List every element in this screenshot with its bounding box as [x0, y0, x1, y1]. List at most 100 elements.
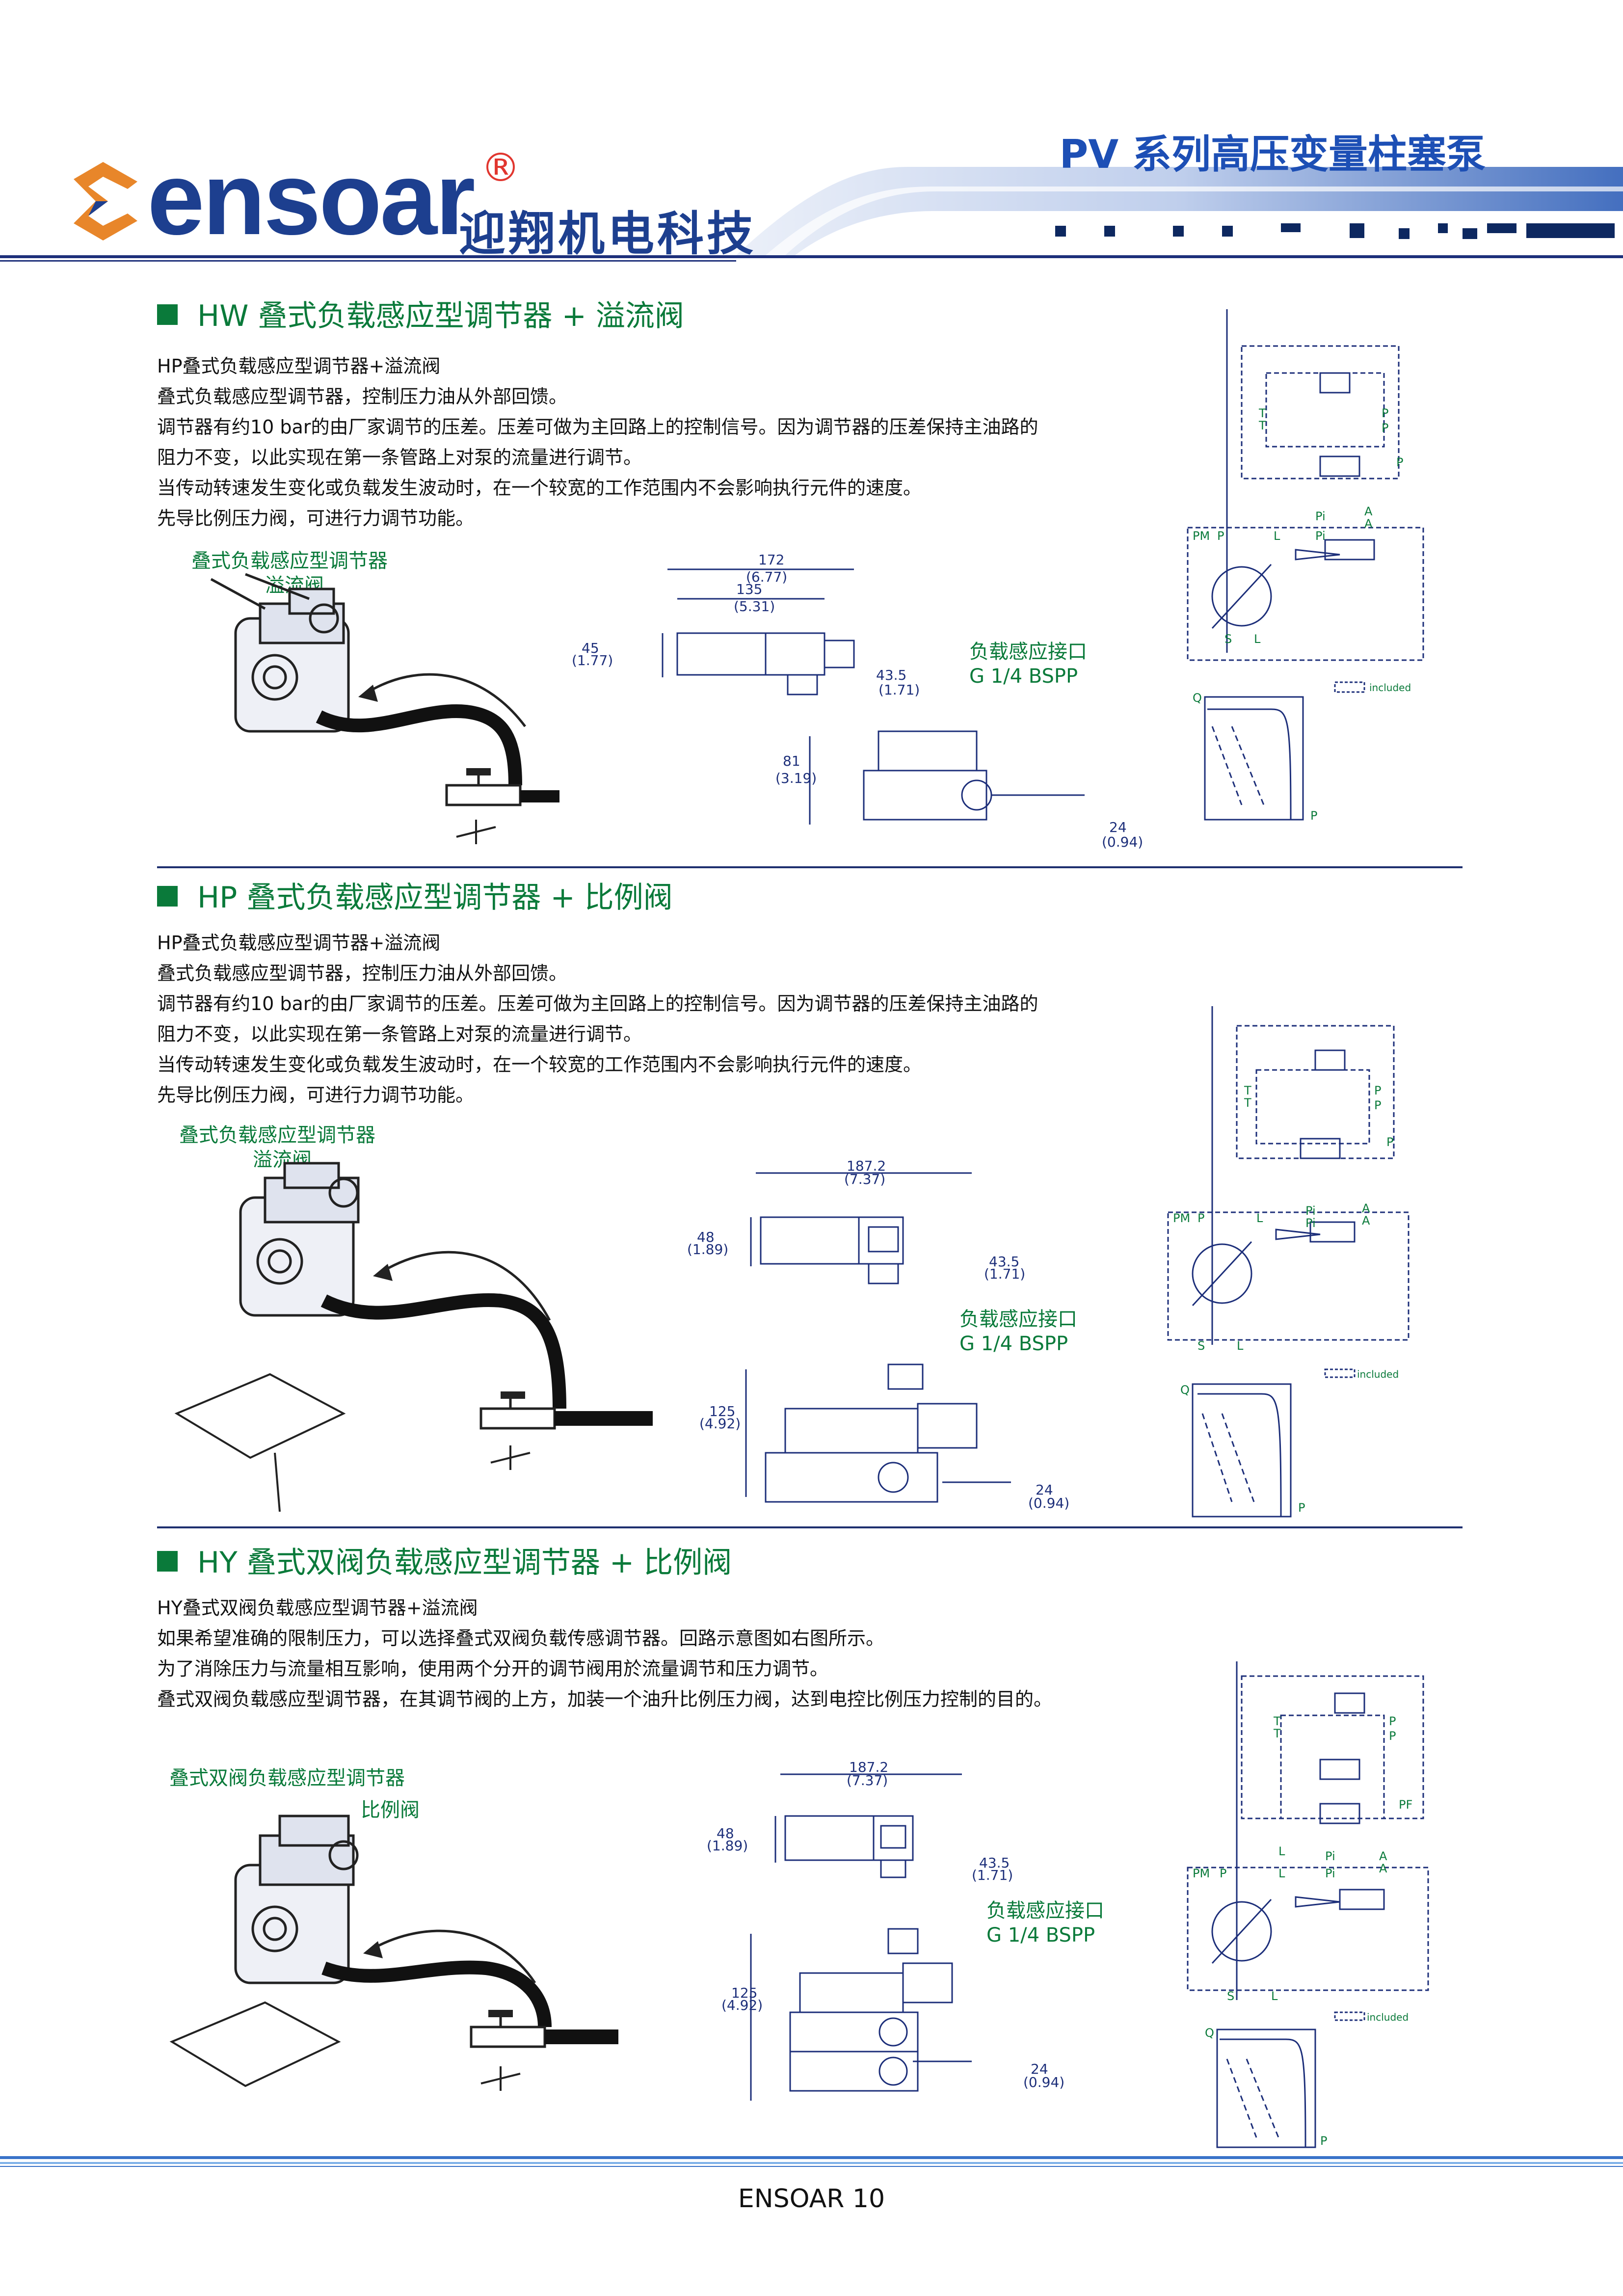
dimension-drawing-hy: 187.2 (7.37) 48 (1.89) 43.5 (1.71) 125 (… — [707, 1759, 1064, 2101]
hydraulic-schematic-hp: T T P P P Pi A A PM P L Pi S L Q P inclu… — [1167, 1006, 1410, 1518]
callout-regulator: 叠式负载感应型调节器 — [179, 1124, 375, 1147]
schematic-label: P — [1298, 1501, 1305, 1515]
dim-value: 187.2 — [847, 1158, 886, 1174]
dim-value: 24 — [1036, 1482, 1053, 1498]
section-heading-hy: HY 叠式双阀负载感应型调节器 + 比例阀 — [157, 1539, 732, 1581]
dim-value: 48 — [717, 1825, 734, 1842]
dim-value: 45 — [582, 640, 599, 656]
section-divider — [157, 866, 1463, 868]
schematic-label: Q — [1193, 691, 1202, 705]
pump-illustration-hy — [169, 1815, 618, 2091]
load-sense-port-label: 负载感应接口 — [969, 641, 1087, 663]
load-sense-port-label: 负载感应接口 — [986, 1899, 1104, 1922]
schematic-label: P — [1320, 2134, 1327, 2148]
schematic-label: A — [1364, 505, 1373, 518]
load-sense-port-spec: G 1/4 BSPP — [969, 665, 1078, 688]
included-note: included — [1369, 682, 1411, 694]
text-line: 为了消除压力与流量相互影响，使用两个分开的调节阀用於流量调节和压力调节。 — [157, 1658, 829, 1680]
text-line: HP叠式负载感应型调节器+溢流阀 — [157, 932, 441, 954]
dim-value: 43.5 — [979, 1855, 1010, 1871]
schematic-label: Pi — [1315, 509, 1326, 523]
schematic-label: P — [1389, 1729, 1396, 1743]
dim-value: (0.94) — [1023, 2074, 1064, 2090]
schematic-label: Pi — [1305, 1216, 1316, 1230]
text-line: 当传动转速发生变化或负载发生波动时，在一个较宽的工作范围内不会影响执行元件的速度… — [157, 1054, 922, 1075]
registered-mark: ® — [481, 145, 520, 190]
header-swoosh-band — [0, 167, 1623, 262]
logo-icon — [74, 162, 137, 240]
dim-value: 172 — [758, 552, 784, 568]
dim-value: 24 — [1109, 819, 1127, 835]
hydraulic-schematic-hw: T T P P P Pi A A PM P L Pi S L Q P inclu… — [1187, 309, 1424, 823]
schematic-label: L — [1278, 1844, 1285, 1858]
text-line: 阻力不变，以此实现在第一条管路上对泵的流量进行调节。 — [157, 1023, 642, 1045]
dim-value: (4.92) — [721, 1997, 763, 2013]
text-line: HY叠式双阀负载感应型调节器+溢流阀 — [157, 1597, 478, 1619]
text-line: 叠式负载感应型调节器，控制压力油从外部回馈。 — [157, 962, 568, 984]
callout-dual-regulator: 叠式双阀负载感应型调节器 — [169, 1767, 405, 1789]
schematic-label: T — [1258, 406, 1266, 420]
schematic-label: P — [1374, 1098, 1381, 1112]
page-number: ENSOAR 10 — [738, 2184, 885, 2214]
schematic-label: Q — [1205, 2026, 1214, 2040]
dim-value: (3.19) — [775, 770, 817, 786]
text-line: HP叠式负载感应型调节器+溢流阀 — [157, 355, 441, 377]
dim-value: (7.37) — [844, 1171, 885, 1187]
dim-value: 81 — [783, 753, 800, 769]
included-note: included — [1357, 1368, 1399, 1380]
section-heading-hp: HP 叠式负载感应型调节器 + 比例阀 — [157, 874, 673, 916]
schematic-label: A — [1379, 1849, 1387, 1863]
schematic-label: P — [1386, 1135, 1393, 1149]
schematic-label: T — [1244, 1084, 1251, 1097]
schematic-label: T — [1244, 1096, 1251, 1110]
dim-value: (7.37) — [847, 1772, 888, 1789]
included-note: included — [1367, 2011, 1409, 2023]
dim-value: (1.89) — [707, 1838, 748, 1854]
schematic-label: PM — [1173, 1211, 1190, 1225]
schematic-label: A — [1379, 1862, 1387, 1875]
schematic-label: P — [1396, 455, 1403, 469]
schematic-label: L — [1271, 1989, 1278, 2003]
dim-value: 135 — [736, 581, 762, 597]
callout-proportional-valve: 比例阀 — [361, 1799, 420, 1821]
footer-rule — [0, 2166, 1623, 2167]
section-text-hp: HP叠式负载感应型调节器+溢流阀 叠式负载感应型调节器，控制压力油从外部回馈。 … — [157, 928, 1212, 1110]
footer-rule — [0, 2156, 1623, 2159]
schematic-label: S — [1197, 1339, 1205, 1353]
load-sense-port-label: 负载感应接口 — [959, 1308, 1077, 1331]
dim-value: (4.92) — [699, 1415, 741, 1432]
dim-value: (0.94) — [1102, 834, 1143, 850]
dim-value: (1.89) — [687, 1241, 728, 1257]
text-line: 阻力不变，以此实现在第一条管路上对泵的流量进行调节。 — [157, 447, 642, 468]
dim-value: 43.5 — [989, 1254, 1019, 1270]
schematic-label: L — [1256, 1211, 1263, 1225]
schematic-label: T — [1258, 419, 1266, 432]
schematic-label: Q — [1180, 1383, 1190, 1397]
text-line: 调节器有约10 bar的由厂家调节的压差。压差可做为主回路上的控制信号。因为调节… — [157, 416, 1038, 438]
dim-value: (5.31) — [734, 598, 775, 614]
dim-value: (1.71) — [972, 1867, 1013, 1883]
section-divider — [157, 1526, 1463, 1528]
schematic-label: P — [1382, 406, 1388, 420]
text-line: 如果希望准确的限制压力，可以选择叠式双阀负载传感调节器。回路示意图如右图所示。 — [157, 1628, 885, 1649]
schematic-label: PF — [1399, 1798, 1412, 1812]
schematic-label: L — [1254, 632, 1261, 646]
schematic-label: PM — [1193, 529, 1210, 543]
schematic-label: L — [1237, 1339, 1244, 1353]
header-dot-pattern — [1055, 223, 1620, 243]
footer-rule — [0, 2162, 1623, 2164]
dim-value: (1.77) — [572, 652, 613, 668]
schematic-label: P — [1310, 809, 1317, 823]
dim-value: 125 — [709, 1403, 735, 1419]
dim-value: 187.2 — [849, 1759, 888, 1775]
section-text-hy: HY叠式双阀负载感应型调节器+溢流阀 如果希望准确的限制压力，可以选择叠式双阀负… — [157, 1593, 1212, 1714]
pump-illustration-hp — [174, 1162, 653, 1512]
schematic-label: Pi — [1325, 1849, 1335, 1863]
schematic-label: P — [1220, 1867, 1226, 1880]
schematic-label: P — [1374, 1084, 1381, 1097]
schematic-label: P — [1389, 1714, 1396, 1728]
dimension-drawing-hw: 172 (6.77) 135 (5.31) 45 (1.77) 43.5 (1.… — [572, 552, 1143, 850]
dimension-drawing-hp: 187.2 (7.37) 48 (1.89) 43.5 (1.71) 125 (… — [687, 1158, 1069, 1511]
schematic-label: Pi — [1315, 529, 1326, 543]
series-title: PV 系列高压变量柱塞泵 — [1059, 132, 1486, 177]
